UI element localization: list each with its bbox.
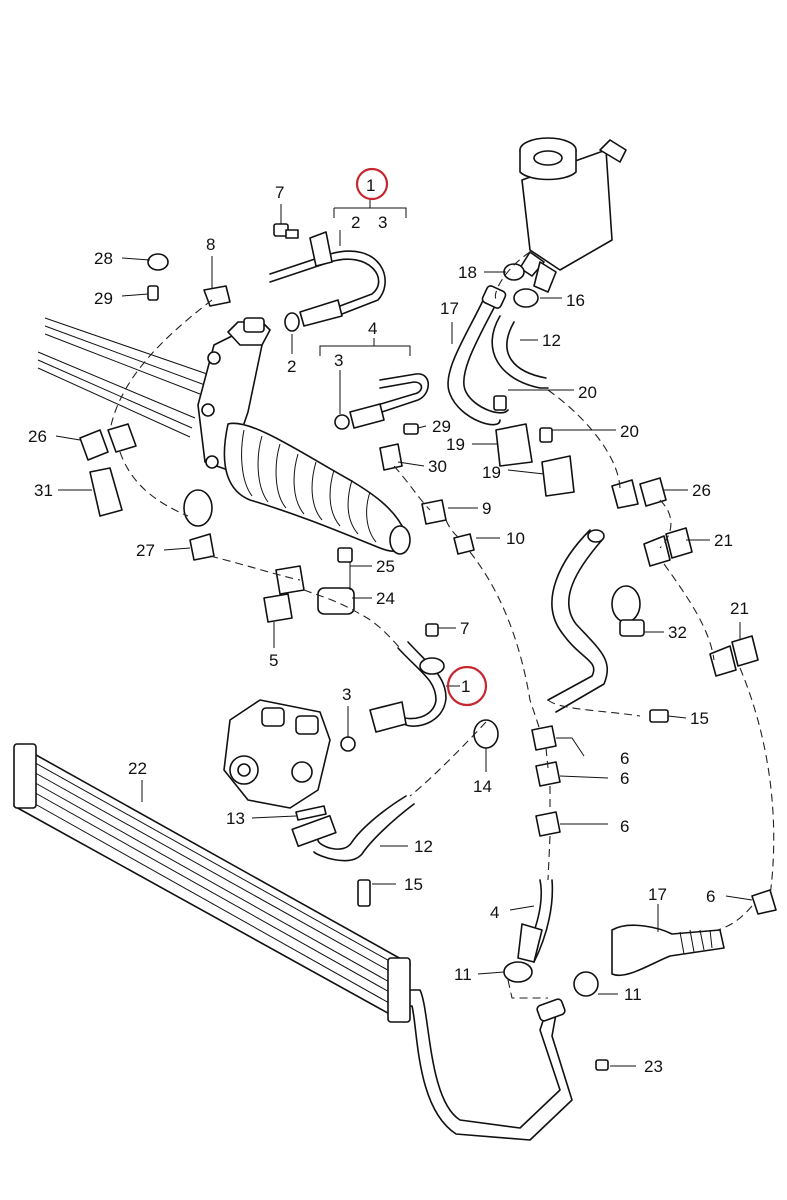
routing-lines	[109, 251, 775, 999]
hose-12-top	[491, 315, 549, 389]
label-part-12-top: 12	[542, 331, 561, 350]
label-part-25: 25	[376, 557, 395, 576]
label-part-24: 24	[376, 589, 395, 608]
label-part-7-mid: 7	[460, 619, 469, 638]
label-part-3-pump: 3	[342, 685, 351, 704]
label-part-28: 28	[94, 249, 113, 268]
label-part-21-a: 21	[714, 531, 733, 550]
fasteners-and-clamps	[79, 223, 777, 1071]
steering-rack	[37, 317, 411, 555]
label-part-4-bottom: 4	[490, 903, 499, 922]
label-part-9: 9	[482, 499, 491, 518]
label-part-11-b: 11	[624, 985, 642, 1004]
pressure-pipe-top	[269, 231, 386, 327]
label-part-1-top: 1	[366, 176, 375, 195]
label-part-27: 27	[136, 541, 155, 560]
return-hose-middle	[547, 529, 609, 713]
label-part-6-c: 6	[620, 817, 629, 836]
label-part-19-a: 19	[446, 435, 465, 454]
label-part-2-mid: 2	[287, 357, 296, 376]
label-part-14: 14	[473, 777, 492, 796]
label-part-11-a: 11	[454, 965, 472, 984]
label-part-21-b: 21	[730, 599, 749, 618]
label-part-3-top: 3	[378, 213, 387, 232]
label-part-3-mid: 3	[334, 351, 343, 370]
label-part-2-top: 2	[351, 213, 360, 232]
label-part-20-a: 20	[578, 383, 597, 402]
label-part-13: 13	[226, 809, 245, 828]
oil-cooler	[13, 743, 411, 1023]
cooler-tubes	[399, 989, 573, 1141]
label-part-6-d: 6	[706, 887, 715, 906]
pressure-pipe-pump	[369, 641, 447, 733]
label-part-6-a: 6	[620, 749, 629, 768]
label-part-18: 18	[458, 263, 477, 282]
label-part-17-bottom: 17	[648, 885, 667, 904]
label-part-16: 16	[566, 291, 585, 310]
label-part-23: 23	[644, 1057, 663, 1076]
hose-12-bottom	[291, 795, 415, 862]
highlight-ring-top	[355, 167, 389, 201]
label-part-12-bottom: 12	[414, 837, 433, 856]
pipe-item-4	[349, 373, 430, 429]
label-part-26-right: 26	[692, 481, 711, 500]
hose-17-top	[447, 285, 509, 426]
label-part-5: 5	[269, 651, 278, 670]
label-part-1-mid: 1	[461, 677, 470, 696]
label-part-17-top: 17	[440, 299, 459, 318]
label-part-26-left: 26	[28, 427, 47, 446]
label-part-19-b: 19	[482, 463, 501, 482]
label-part-31: 31	[34, 481, 53, 500]
label-part-10: 10	[506, 529, 525, 548]
label-part-20-b: 20	[620, 422, 639, 441]
hose-17-bottom	[611, 924, 725, 977]
label-part-15-bottom: 15	[404, 875, 423, 894]
label-part-4-mid: 4	[368, 319, 377, 338]
label-part-30: 30	[428, 457, 447, 476]
fluid-reservoir	[519, 137, 627, 293]
hose-4-bottom	[517, 879, 554, 963]
label-part-8: 8	[206, 235, 215, 254]
highlight-ring-mid	[446, 665, 488, 707]
label-part-29-mid: 29	[432, 417, 451, 436]
label-part-29-left: 29	[94, 289, 113, 308]
steering-pump	[223, 699, 331, 809]
label-part-22: 22	[128, 759, 147, 778]
label-part-6-b: 6	[620, 769, 629, 788]
label-part-15-right: 15	[690, 709, 709, 728]
part-number-labels: 1 2 3 7 8 28 29 2 4 3 29 30 26 31 27 9 1…	[28, 176, 749, 1076]
label-part-32: 32	[668, 623, 687, 642]
label-part-7-top: 7	[275, 183, 284, 202]
